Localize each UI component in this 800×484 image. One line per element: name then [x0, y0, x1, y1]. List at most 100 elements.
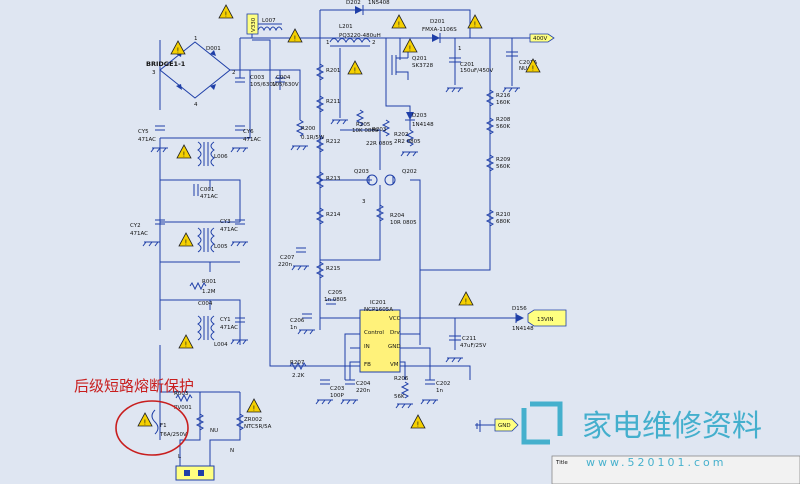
r213-text: R213: [326, 176, 341, 182]
r201-text: R201: [326, 68, 340, 74]
c003-text: C003: [250, 75, 265, 81]
title-block: Title: [551, 455, 800, 484]
pin-vcc: VCC: [389, 316, 401, 322]
rv001-text: RV001: [174, 405, 192, 411]
pin-fb: FB: [364, 362, 371, 368]
pin-vm: VM: [390, 362, 399, 368]
r208-text: R208: [496, 117, 511, 123]
r207-text: R207: [290, 360, 305, 366]
mosfet-q201: Q201 SK3728: [391, 50, 434, 80]
r206-text: R206: [394, 376, 409, 382]
warning-icon: !: [178, 334, 194, 349]
pin-control: Control: [364, 330, 384, 336]
capacitor-c003: C003 105/630V: [235, 70, 277, 88]
capacitor-c203: C203 100P: [320, 379, 345, 399]
d001-text: D001: [206, 46, 221, 52]
pin1-text: 1: [326, 40, 330, 46]
c004-value: 105/630V: [272, 82, 299, 88]
resistor-r206: R206 56K: [394, 376, 410, 400]
controller-ic201: IC201 NCP1605A VCC Drv Control GND IN VM…: [359, 300, 401, 373]
c207-value: 220n: [278, 262, 292, 268]
resistor-r200: R200 0.1R/5W: [295, 119, 325, 141]
gnd-net-text: GND: [498, 423, 511, 429]
r205-text: R205: [356, 122, 371, 128]
vin-net-label: 13VIN: [527, 309, 567, 327]
warning-icon: !: [178, 232, 194, 247]
d202-part: 1N5408: [368, 0, 390, 6]
c204-value: 220n: [356, 388, 370, 394]
c001-text: C001: [200, 187, 214, 193]
capacitor-c201: 1 C201 150uF/450V: [449, 46, 493, 74]
choke-l006: L006: [197, 141, 228, 167]
capacitor-c205: C205 1n 0805: [324, 290, 347, 305]
resistor-r212: R212: [315, 135, 340, 153]
warning-icon: !: [137, 412, 153, 427]
watermark: 家电维修资料 www.520101.com: [521, 401, 762, 469]
c207-text: C207: [280, 255, 295, 261]
resistor-r003: R003 RV001: [174, 391, 193, 411]
l006-text: L006: [214, 154, 228, 160]
c202-value: 1n: [436, 388, 443, 394]
annotation-text: 后级短路熔断保护: [74, 377, 194, 395]
r200-text: R200: [301, 126, 316, 132]
cy2-text: CY2: [130, 223, 141, 229]
warning-icon: !: [347, 60, 363, 75]
diode-d156: D156 1N4148: [512, 306, 534, 332]
resistor-r205: R205 10K 0805: [352, 109, 379, 134]
c001-value: 471AC: [200, 194, 218, 200]
q201-part: SK3728: [412, 63, 434, 69]
cy3-value: 471AC: [220, 227, 238, 233]
r215-text: R215: [326, 266, 341, 272]
c205-value: 1n 0805: [324, 297, 347, 303]
c201a-value: NU: [519, 66, 527, 72]
varistor-nu: NU: [195, 413, 218, 434]
resistor-r203: R203 22R 0805: [366, 119, 393, 147]
resistor-r208: R208 560K: [485, 117, 511, 135]
r202-value: 2R2 0805: [394, 139, 421, 145]
pin-gnd: GND: [388, 344, 401, 350]
warning-icon: !: [458, 291, 474, 306]
l007-text: L007: [262, 18, 276, 24]
d202-text: D202: [346, 0, 361, 6]
c206-text: C206: [290, 318, 305, 324]
resistor-r207: R207 2.2K: [289, 360, 307, 379]
resistor-r214: R214: [315, 207, 341, 225]
choke-l004: L004: [197, 315, 228, 348]
svg-text:!: !: [294, 35, 297, 43]
transistor-q202: Q202 3: [362, 169, 417, 205]
warning-icon: !: [391, 14, 407, 29]
warning-icons: ! ! ! ! ! ! ! ! ! ! ! ! ! ! !: [137, 4, 541, 429]
q203-text: Q203: [354, 169, 369, 175]
r203-value: 22R 0805: [366, 141, 393, 147]
svg-text:!: !: [417, 421, 420, 429]
f1-value: T6A/250V: [159, 432, 187, 438]
r210-text: R210: [496, 212, 511, 218]
r204-value: 10R 0805: [390, 220, 417, 226]
d156-part: 1N4148: [512, 326, 534, 332]
n-node-text: N: [230, 448, 234, 454]
diode-d203: D203 1N4148: [405, 112, 434, 128]
ground-symbols: [142, 87, 520, 409]
capacitor-cy6: CY6 471AC: [235, 125, 261, 143]
svg-text:!: !: [474, 21, 477, 29]
warning-icon: !: [410, 414, 426, 429]
q201-text: Q201: [412, 56, 427, 62]
capacitor-c211: C211 47uF/25V: [449, 335, 486, 349]
d001-pin4: 4: [194, 102, 198, 108]
warning-icon: !: [246, 398, 262, 413]
c202-text: C202: [436, 381, 450, 387]
fuse-annotation: 后级短路熔断保护: [74, 377, 194, 456]
r214-text: R214: [326, 212, 341, 218]
v330-net-label: V330: [246, 13, 259, 35]
c211-value: 47uF/25V: [460, 343, 486, 349]
bridge-rectifier-d001: D001 BRIDGE1-1 1 2 3 4: [146, 36, 236, 108]
warning-icon: !: [287, 28, 303, 43]
svg-text:!: !: [409, 45, 412, 53]
q203-pin3: 3: [362, 199, 366, 205]
svg-text:!: !: [185, 341, 188, 349]
capacitor-c001: C001 471AC: [193, 184, 218, 200]
watermark-url: www.520101.com: [586, 456, 726, 469]
ic201-text: IC201: [370, 300, 386, 306]
warning-icon: !: [525, 58, 541, 73]
